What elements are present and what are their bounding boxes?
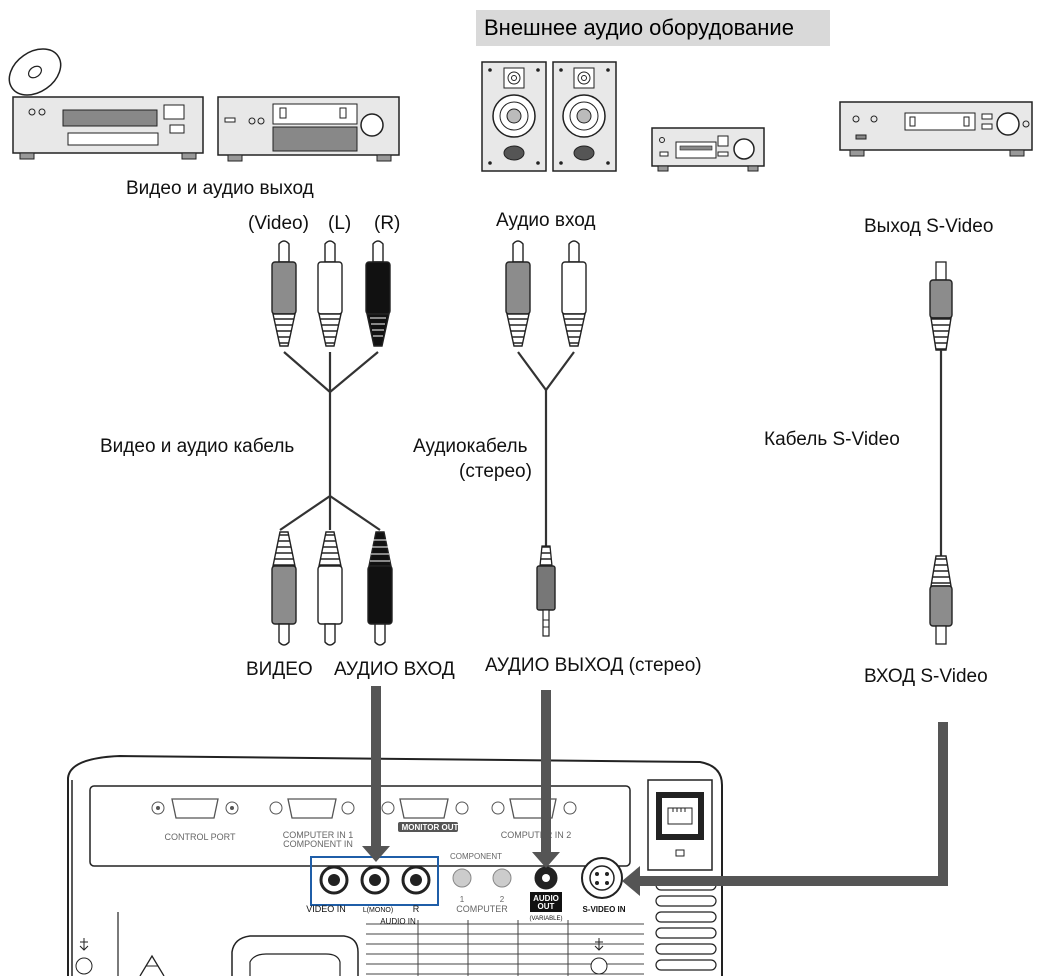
- panel-label-video-in: VIDEO IN: [306, 904, 346, 914]
- panel-label-variable: (VARIABLE): [530, 916, 563, 922]
- panel-label-computer-in1: COMPUTER IN 1: [283, 830, 354, 840]
- rca-plug-audio-left: [505, 240, 531, 347]
- panel-label-component-in: COMPONENT IN: [283, 839, 353, 849]
- speaker-left-icon: [481, 61, 547, 172]
- panel-label-audio-in: AUDIO IN: [380, 917, 416, 926]
- panel-label-port2: 2: [500, 895, 505, 904]
- rca-plug-video-bottom: [271, 531, 297, 646]
- projector-panel: [67, 754, 723, 976]
- arrow-svideo-in: [622, 722, 948, 896]
- component-1-jack: [452, 868, 472, 888]
- label-input-video: ВИДЕО: [246, 659, 313, 680]
- external-audio-banner: Внешнее аудио оборудование: [476, 10, 830, 46]
- rca-plug-right-bottom: [367, 531, 393, 646]
- cd-disc-icon: [8, 48, 62, 96]
- panel-label-audio-out-1: AUDIO: [533, 894, 559, 903]
- svideo-vcr-icon: [839, 101, 1033, 157]
- label-svideo-out: Выход S-Video: [864, 216, 994, 237]
- rca-plug-left-top: [317, 240, 343, 347]
- vent-grille: [655, 879, 717, 971]
- arrow-audio-out: [532, 690, 560, 868]
- video-audio-cable: [279, 351, 381, 531]
- warning-icon: [139, 954, 165, 976]
- label-input-svideo-in: ВХОД S-Video: [864, 666, 988, 687]
- rca-plug-audio-right: [561, 240, 587, 347]
- computer-in-1-port: [269, 798, 355, 819]
- banner-title: Внешнее аудио оборудование: [484, 15, 794, 40]
- label-audio-in: Аудио вход: [496, 210, 596, 231]
- control-port: [151, 798, 239, 819]
- label-plug-right: (R): [374, 213, 401, 234]
- label-plug-left: (L): [328, 213, 352, 234]
- panel-label-port1: 1: [460, 895, 465, 904]
- rca-plug-right-top: [365, 240, 391, 347]
- panel-label-component: COMPONENT: [450, 852, 502, 861]
- screw-icon: [75, 938, 608, 975]
- component-2-jack: [492, 868, 512, 888]
- panel-label-control-port: CONTROL PORT: [164, 832, 236, 842]
- amplifier-icon: [651, 127, 765, 172]
- lan-port: [647, 779, 713, 871]
- panel-label-computer: COMPUTER: [456, 904, 508, 914]
- label-plug-video: (Video): [248, 213, 309, 234]
- audio-in-right-jack: [401, 865, 431, 895]
- monitor-out-port: [381, 798, 469, 832]
- vcr-icon: [217, 96, 400, 162]
- label-input-audio-in: АУДИО ВХОД: [334, 659, 455, 680]
- label-audio-cable-1: Аудиокабель: [413, 436, 528, 457]
- label-video-audio-cable: Видео и аудио кабель: [100, 436, 295, 457]
- audio-cable: [517, 351, 575, 546]
- label-input-audio-out: АУДИО ВЫХОД (стерео): [485, 655, 702, 676]
- mini-jack-plug: [536, 545, 556, 637]
- arrow-audio-in: [362, 686, 390, 862]
- panel-label-r: R: [413, 904, 420, 914]
- panel-label-computer-in2: COMPUTER IN 2: [501, 830, 572, 840]
- audio-in-left-jack: [360, 865, 390, 895]
- panel-label-monitor-out: MONITOR OUT: [402, 823, 459, 832]
- label-video-audio-out: Видео и аудио выход: [126, 178, 314, 199]
- svideo-in-jack: [581, 857, 623, 899]
- video-in-jack: [319, 865, 349, 895]
- rca-plug-left-bottom: [317, 531, 343, 646]
- dvd-player-icon: [12, 96, 204, 160]
- label-svideo-cable: Кабель S-Video: [764, 429, 900, 450]
- panel-label-svideo-in: S-VIDEO IN: [582, 905, 625, 914]
- panel-label-audio-out-2: OUT: [538, 902, 555, 911]
- panel-label-l-mono: L(MONO): [363, 907, 393, 914]
- rca-plug-video-top: [271, 240, 297, 347]
- label-audio-cable-2: (стерео): [459, 461, 532, 482]
- speaker-right-icon: [552, 61, 617, 172]
- svideo-cable: [929, 261, 953, 645]
